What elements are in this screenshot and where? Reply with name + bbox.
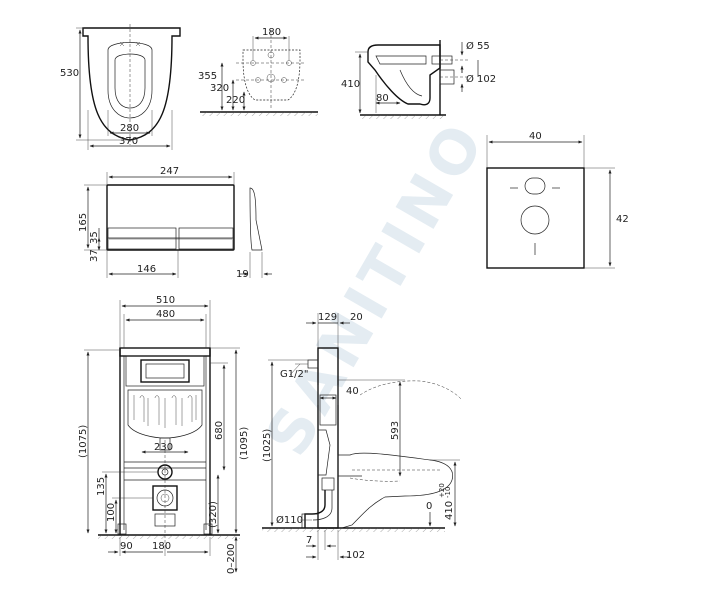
pipe-small-label: Ø 55: [466, 40, 490, 52]
side-height-label: 410: [341, 79, 360, 90]
plate-h35-label: 35: [89, 231, 100, 244]
height-320-label: (320): [208, 501, 219, 528]
height-593-label: 593: [390, 421, 401, 440]
bowl-depth-label: 530: [60, 68, 79, 79]
drain-label: Ø110: [276, 514, 303, 526]
watermark: SANITINO: [252, 108, 500, 467]
tolerance-plus-label: +20: [438, 483, 446, 498]
width-90-label: 90: [120, 541, 133, 552]
offset-40-label: 40: [346, 386, 359, 397]
width-7-label: 7: [306, 535, 312, 546]
tolerance-minus-label: -10: [444, 487, 452, 498]
side-offset-label: 80: [376, 93, 389, 104]
height-100-label: 100: [106, 503, 117, 522]
frame-outer-width-label: 510: [156, 295, 175, 306]
thread-label: G1/2": [280, 369, 308, 380]
hole-spacing-label: 180: [262, 27, 281, 38]
frame-height-680-label: 680: [214, 421, 225, 440]
plate-height-label: 165: [78, 213, 89, 232]
flush-plate-view: 247 165 37 35 146 19: [78, 166, 272, 280]
sound-pad-view: 40 42: [486, 131, 629, 269]
frame-total-height-label: (1075): [78, 425, 89, 458]
pad-height-label: 42: [616, 214, 629, 225]
frame-side-view: 129 20 G1/2" 40 (1025) 593 Ø110 410 +20 …: [262, 312, 463, 561]
plate-depth-label: 19: [236, 269, 249, 280]
spacing-230-label: 230: [154, 442, 173, 453]
width-102-label: 102: [346, 550, 365, 561]
depth-129-label: 129: [318, 312, 337, 323]
height-220-label: 220: [226, 95, 245, 106]
bowl-back-view: 180 355 320 220: [198, 27, 318, 116]
frame-height-1095-label: (1095): [239, 427, 250, 460]
seat-height-label: 410: [444, 501, 455, 520]
bowl-top-view: 530 280 370: [60, 24, 181, 150]
bowl-side-view: 410 80 Ø 55 Ø 102: [341, 40, 496, 119]
pipe-large-label: Ø 102: [466, 73, 496, 85]
height-135-label: 135: [96, 477, 107, 496]
height-320-label: 320: [210, 83, 229, 94]
zero-label: 0: [426, 501, 432, 512]
bowl-inner-width-label: 280: [120, 123, 139, 134]
plate-width-label: 247: [160, 166, 179, 177]
bowl-outer-width-label: 370: [119, 136, 138, 147]
depth-20-label: 20: [350, 312, 363, 323]
pad-width-label: 40: [529, 131, 542, 142]
frame-front-view: 510 480 (1075) (1095) 680 230 135 100 (3…: [78, 295, 250, 574]
height-355-label: 355: [198, 71, 217, 82]
floor-adjust-label: 0–200: [226, 544, 237, 574]
button-width-label: 146: [137, 264, 156, 275]
plate-h37-label: 37: [89, 249, 100, 262]
width-180-label: 180: [152, 541, 171, 552]
frame-inner-width-label: 480: [156, 309, 175, 320]
height-1025-label: (1025): [262, 429, 273, 462]
